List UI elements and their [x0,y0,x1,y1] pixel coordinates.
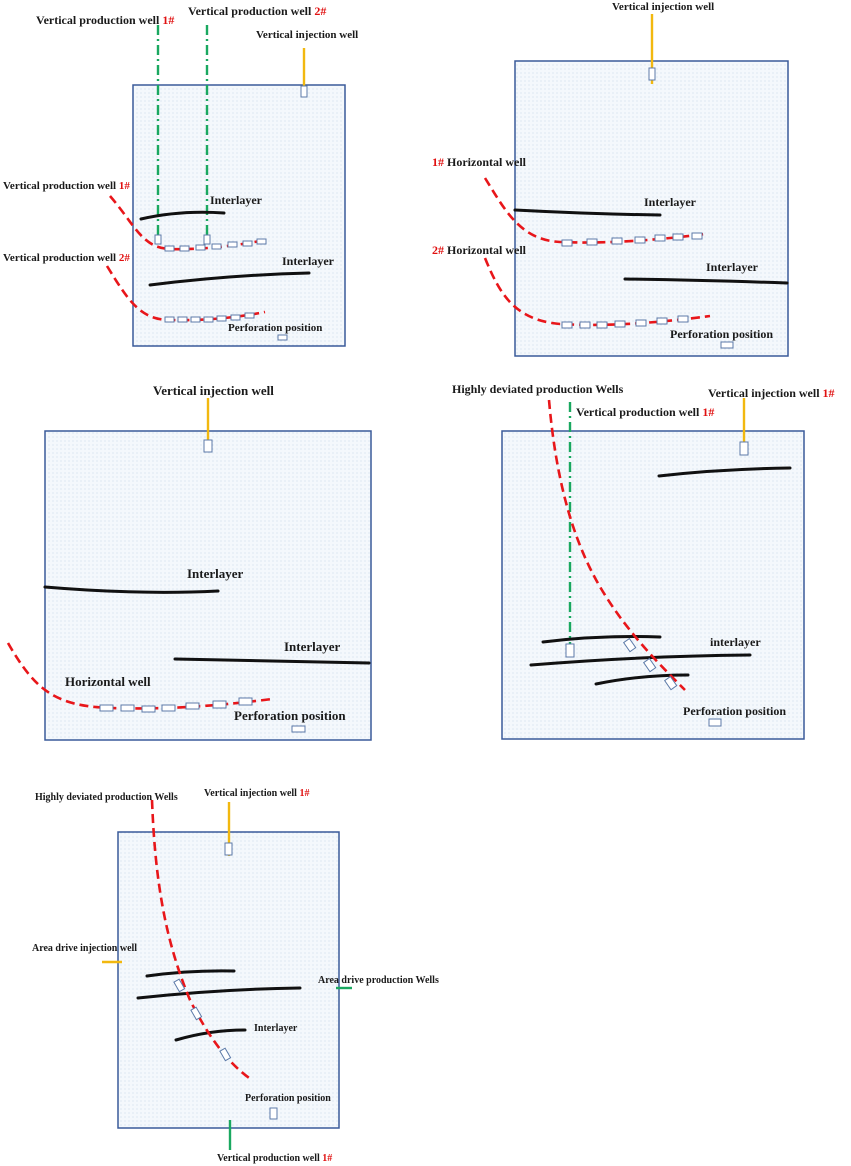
vertical-production-well-label: Vertical production well 1# [217,1153,332,1164]
perforation-markers [561,232,703,329]
interlayer-label: Interlayer [282,254,335,268]
perforation-legend-box [277,334,288,341]
injection-perforation [739,441,749,456]
perforation-legend-box [720,341,734,349]
interlayer-label: interlayer [710,635,761,649]
perforation-position-label: Perforation position [245,1093,331,1104]
well-2-label: Vertical production well 2# [3,252,130,264]
well-bottom-marker [203,234,211,245]
interlayer [139,210,226,221]
panel-3: Vertical injection well Interlayer Inter… [6,383,372,741]
injection-perforation [648,67,656,81]
injection-well-label: Vertical injection well 1# [708,386,835,400]
panel-4: Highly deviated production Wells Vertica… [452,382,835,740]
well-1-label: Vertical production well 1# [3,180,130,192]
perforation-legend-box [269,1107,278,1120]
vertical-production-well-1-top-label: Vertical production well 1# [36,13,174,27]
interlayer [513,208,662,217]
perforation-markers [99,697,253,713]
reservoir-frame [117,831,340,1129]
horizontal-well-1 [483,177,706,244]
area-drive-production-label: Area drive production Wells [318,975,439,986]
interlayer [145,969,236,978]
injection-perforation [203,439,213,453]
interlayer [136,986,302,1000]
deviated-well-label: Highly deviated production Wells [35,792,178,803]
interlayer [148,271,311,287]
injection-well-label: Vertical injection well [256,29,358,41]
panel-1: Vertical production well 1# Vertical pro… [3,4,358,347]
interlayer-label: Interlayer [187,566,244,581]
horizontal-well-1-label: 1# Horizontal well [432,155,527,169]
injection-well-label: Vertical injection well [153,383,274,398]
reservoir-frame [501,430,805,740]
injection-well-label: Vertical injection well [612,1,714,13]
highly-deviated-production-well [150,799,253,1082]
perforation-markers [622,637,678,691]
deviated-well-label: Highly deviated production Wells [452,382,624,396]
interlayer [173,657,371,665]
interlayer [541,635,662,644]
perforation-markers [173,978,232,1062]
interlayer-label: Interlayer [284,639,341,654]
perforation-position-label: Perforation position [670,327,773,341]
perforation-position-label: Perforation position [228,322,322,334]
perforation-legend-box [708,718,722,727]
panel-2: Vertical injection well 1# Horizontal we… [432,1,789,357]
highly-deviated-production-well [547,399,686,691]
interlayer-label: Interlayer [644,195,697,209]
well-bottom-marker [154,234,162,245]
horizontal-well-label: Horizontal well [65,674,151,689]
vertical-production-well-2-top-label: Vertical production well 2# [188,4,326,18]
area-drive-injection-label: Area drive injection well [32,943,137,954]
perforation-markers [164,238,267,323]
interlayer [657,466,792,478]
reservoir-frame [514,60,789,357]
vertical-production-well-label: Vertical production well 1# [576,405,714,419]
perforation-legend-box [291,725,306,733]
panel-5: Highly deviated production Wells Vertica… [32,788,439,1164]
perforation-position-label: Perforation position [683,704,786,718]
interlayer [529,653,752,667]
interlayer [594,673,690,686]
reservoir-frame [44,430,372,741]
horizontal-well-1 [109,195,266,251]
interlayer-label: Interlayer [254,1023,298,1034]
well-bottom-marker [565,643,575,658]
interlayer [623,277,789,285]
injection-perforation [300,85,308,98]
horizontal-well-2 [483,257,711,327]
interlayer-label: Interlayer [706,260,759,274]
perforation-position-label: Perforation position [234,708,346,723]
horizontal-well-2-label: 2# Horizontal well [432,243,527,257]
injection-perforation [224,842,233,856]
interlayer-label: Interlayer [210,193,263,207]
interlayer [43,585,220,594]
injection-well-label: Vertical injection well 1# [204,788,309,799]
interlayer [174,1028,247,1042]
